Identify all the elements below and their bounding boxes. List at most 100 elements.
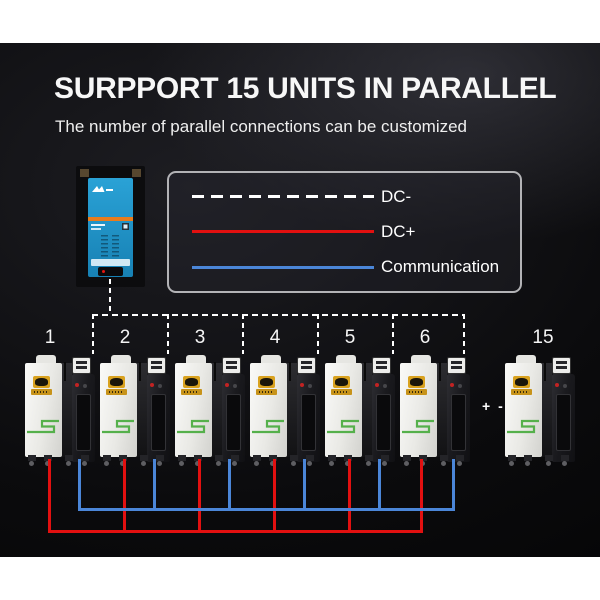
battery-side-recess [301,394,316,451]
battery-top-handle [261,355,281,364]
battery-lcd-screen [138,362,141,381]
communication-wire [228,459,231,511]
battery-lcd-screen [438,362,441,381]
gap-plus-minus-label: + - [482,398,505,414]
green-pulse-line [102,419,134,434]
power-indicator-light [75,383,79,387]
battery-front-panel [400,363,437,457]
dc-plus-wire [123,459,126,533]
unit-number-label: 5 [344,327,356,348]
dc-minus-line-swatch [192,195,374,199]
battery-unit [400,355,470,470]
dc-minus-drop-line [167,314,169,354]
battery-front-panel [505,363,542,457]
green-pulse-line [177,419,209,434]
dark-panel [0,43,600,557]
brand-logo-icon [511,376,532,396]
legend-row-dc-minus: DC- [192,186,520,208]
battery-front-panel [25,363,62,457]
power-button [233,384,237,388]
battery-front-panel [250,363,287,457]
battery-top-display [297,357,316,374]
green-pulse-line [327,419,359,434]
dc-plus-line-swatch [192,230,374,234]
battery-top-display [72,357,91,374]
inverter-label-bar [91,259,130,266]
battery-lcd-screen [288,362,291,381]
inverter-orange-stripe [88,217,133,221]
power-button [458,384,462,388]
battery-top-handle [516,355,536,364]
battery-screen-strip [362,362,372,457]
communication-wire [78,459,81,511]
dc-minus-drop-line [242,314,244,354]
mount-block-right [132,169,141,177]
dc-plus-wire [198,459,201,533]
communication-wire [303,459,306,511]
communication-line-swatch [192,265,374,269]
green-pulse-line [27,419,59,434]
communication-wire [153,459,156,511]
power-indicator-light [300,383,304,387]
dc-minus-bus-line [92,314,465,316]
power-button [158,384,162,388]
battery-side-panel [72,374,95,462]
legend-label: Communication [381,257,500,277]
page-title: SURPPORT 15 UNITS IN PARALLEL [54,72,557,105]
inverter-power-led [102,270,105,273]
battery-unit [25,355,95,470]
communication-wire [452,459,455,511]
power-button [563,384,567,388]
dc-minus-drop-line [392,314,394,354]
inverter-model-subtext [91,228,101,230]
mount-block-left [80,169,89,177]
unit-number-label: 3 [194,327,206,348]
battery-top-handle [36,355,56,364]
battery-side-panel [552,374,575,462]
battery-side-recess [151,394,166,451]
battery-unit [325,355,395,470]
page-subtitle: The number of parallel connections can b… [55,117,468,136]
battery-top-display [372,357,391,374]
power-indicator-light [225,383,229,387]
communication-bus [78,508,455,511]
brand-logo-icon [331,376,352,396]
battery-screen-strip [542,362,552,457]
brand-logo-icon [406,376,427,396]
battery-top-display [552,357,571,374]
battery-side-panel [147,374,170,462]
battery-front-panel [325,363,362,457]
battery-front-panel [100,363,137,457]
dc-minus-drop-line [92,314,94,354]
battery-side-recess [226,394,241,451]
battery-side-recess [556,394,571,451]
battery-side-panel [297,374,320,462]
brand-logo-icon [256,376,277,396]
battery-side-panel [372,374,395,462]
legend-row-dc-plus: DC+ [192,221,520,243]
battery-screen-strip [137,362,147,457]
battery-lcd-screen [543,362,546,381]
battery-screen-strip [212,362,222,457]
inverter-model-text [91,224,105,226]
battery-top-display [222,357,241,374]
brand-logo-icon [31,376,52,396]
battery-unit [175,355,245,470]
unit-number-label: 4 [269,327,281,348]
battery-front-panel [175,363,212,457]
battery-top-handle [411,355,431,364]
battery-screen-strip [62,362,72,457]
dc-plus-wire [348,459,351,533]
battery-top-handle [186,355,206,364]
battery-unit [250,355,320,470]
unit-number-label: 15 [532,327,554,348]
legend-box: DC- DC+ Communication [167,171,522,293]
battery-side-recess [376,394,391,451]
battery-side-recess [451,394,466,451]
power-indicator-light [555,383,559,387]
battery-unit [505,355,575,470]
battery-top-display [147,357,166,374]
power-button [308,384,312,388]
